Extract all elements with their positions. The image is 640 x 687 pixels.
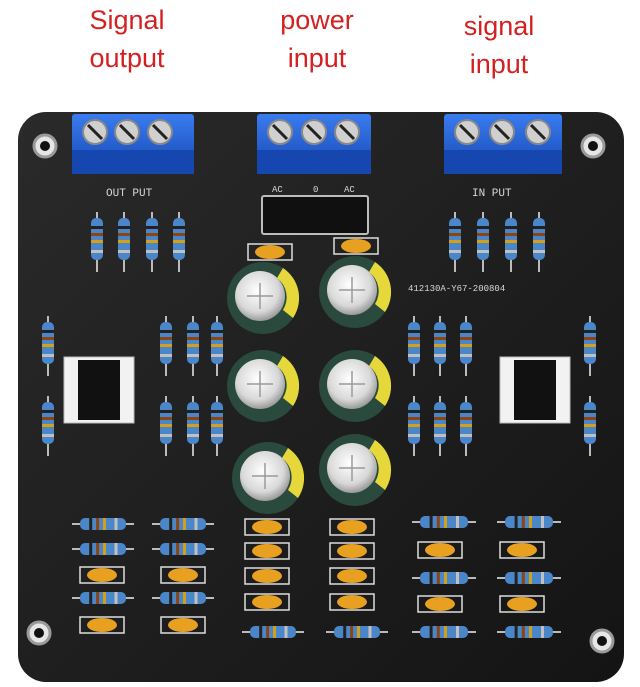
- resistor: [460, 316, 472, 376]
- resistor: [42, 316, 54, 376]
- ceramic-capacitor: [329, 567, 375, 585]
- electrolytic-capacitor: [319, 350, 392, 422]
- silkscreen-out-put: OUT PUT: [106, 188, 153, 200]
- ceramic-capacitor: [79, 616, 125, 634]
- resistor: [152, 543, 214, 555]
- silkscreen-in-put: IN PUT: [472, 188, 512, 200]
- opamp-left: [63, 356, 135, 424]
- resistor: [412, 516, 476, 528]
- resistor: [584, 316, 596, 376]
- resistor: [449, 212, 461, 272]
- resistor: [497, 516, 561, 528]
- ceramic-capacitor: [79, 566, 125, 584]
- electrolytic-capacitor: [227, 350, 300, 422]
- resistor: [187, 396, 199, 456]
- resistor: [477, 212, 489, 272]
- resistor: [412, 626, 476, 638]
- power-input-line-2: input: [287, 43, 347, 73]
- ceramic-capacitor: [499, 541, 545, 559]
- resistor: [242, 626, 304, 638]
- resistor: [91, 212, 103, 272]
- electrolytic-capacitor: [232, 442, 305, 514]
- resistor: [72, 592, 134, 604]
- electrolytic-capacitor: [227, 262, 300, 334]
- ceramic-capacitor: [160, 566, 206, 584]
- ceramic-capacitor: [244, 542, 290, 560]
- ceramic-capacitor: [244, 567, 290, 585]
- resistor: [160, 316, 172, 376]
- ceramic-capacitor: [244, 518, 290, 536]
- power-input-label: power input: [258, 4, 376, 74]
- rectifier-block: [261, 195, 369, 235]
- resistors: [42, 212, 596, 638]
- resistor: [211, 396, 223, 456]
- ceramic-capacitor: [499, 595, 545, 613]
- resistor: [146, 212, 158, 272]
- resistor: [408, 316, 420, 376]
- resistor: [434, 396, 446, 456]
- resistor: [72, 518, 134, 530]
- resistor: [408, 396, 420, 456]
- ceramic-capacitor: [329, 593, 375, 611]
- ceramic-capacitor: [417, 541, 463, 559]
- resistor: [173, 212, 185, 272]
- resistor: [187, 316, 199, 376]
- terminal-block-power: [257, 114, 371, 174]
- resistor: [326, 626, 388, 638]
- signal-output-line-2: output: [89, 43, 165, 73]
- ceramic-capacitor: [160, 616, 206, 634]
- electrolytic-capacitor: [319, 256, 392, 328]
- opamp-right: [499, 356, 571, 424]
- resistor: [211, 316, 223, 376]
- ceramic-capacitor: [329, 542, 375, 560]
- terminal-block-input: [444, 114, 562, 174]
- signal-output-label: Signal output: [68, 4, 186, 74]
- resistor: [497, 572, 561, 584]
- ceramic-capacitor: [244, 593, 290, 611]
- ceramic-capacitor: [247, 243, 293, 261]
- electrolytic-capacitors: [227, 256, 392, 514]
- signal-input-line-2: input: [469, 49, 529, 79]
- resistor: [152, 518, 214, 530]
- terminal-block-output: [72, 114, 194, 174]
- signal-input-line-1: signal: [463, 11, 535, 41]
- resistor: [412, 572, 476, 584]
- ceramic-capacitor: [333, 237, 379, 255]
- signal-input-label: signal input: [440, 10, 558, 80]
- resistor: [460, 396, 472, 456]
- resistor: [118, 212, 130, 272]
- electrolytic-capacitor: [319, 434, 392, 506]
- resistor: [152, 592, 214, 604]
- power-input-line-1: power: [280, 5, 354, 35]
- ceramic-capacitor: [417, 595, 463, 613]
- resistor: [584, 396, 596, 456]
- silkscreen-ac-right: AC: [344, 185, 355, 195]
- ceramic-capacitors: [79, 237, 545, 634]
- ceramic-capacitor: [329, 518, 375, 536]
- resistor: [160, 396, 172, 456]
- resistor: [505, 212, 517, 272]
- resistor: [434, 316, 446, 376]
- signal-output-line-1: Signal: [89, 5, 165, 35]
- resistor: [72, 543, 134, 555]
- resistor: [497, 626, 561, 638]
- silkscreen-ac-mid: 0: [313, 185, 318, 195]
- resistor: [533, 212, 545, 272]
- resistor: [42, 396, 54, 456]
- silkscreen-board-code: 412130A-Y67-200804: [408, 284, 505, 294]
- silkscreen-ac-left: AC: [272, 185, 283, 195]
